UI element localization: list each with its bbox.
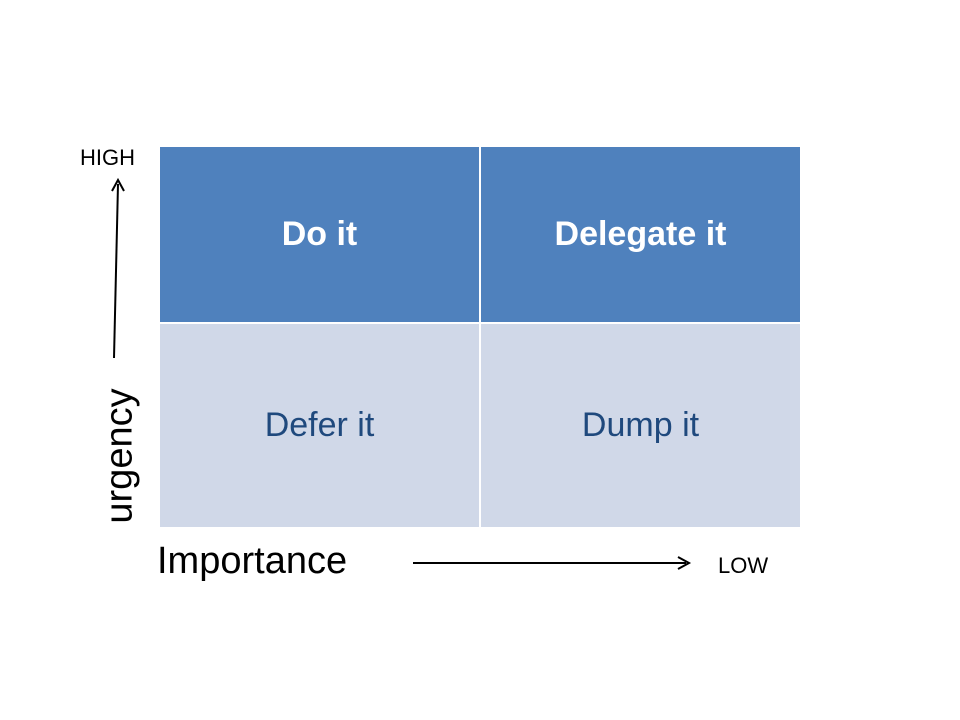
priority-matrix: Do it Delegate it Defer it Dump it [160,147,800,527]
quadrant-delegate-it: Delegate it [481,147,800,322]
axis-low-label: LOW [718,553,769,578]
urgency-arrow-line [113,183,119,359]
axis-importance-label: Importance [157,540,348,582]
axis-urgency-label: urgency [98,388,141,524]
quadrant-label: Defer it [264,406,375,444]
quadrant-defer-it: Defer it [160,324,479,527]
quadrant-label: Do it [281,215,358,253]
quadrant-dump-it: Dump it [481,324,800,527]
quadrant-label: Delegate it [554,215,727,253]
importance-arrow-head [677,556,692,570]
quadrant-label: Dump it [581,406,700,444]
axis-high-label: HIGH [80,145,135,170]
urgency-arrow-head [111,177,125,192]
quadrant-do-it: Do it [160,147,479,322]
